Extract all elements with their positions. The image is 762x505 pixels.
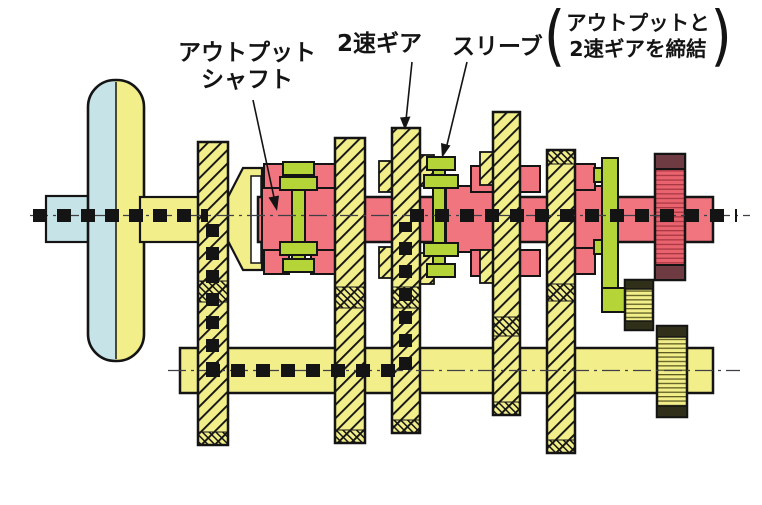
shift-sleeve-3: [593, 157, 629, 313]
output-shaft-arrowhead: [268, 195, 279, 211]
sleeve2-flange: [426, 263, 456, 278]
note-line2: 2速ギアを締結: [569, 37, 707, 61]
sleeve-arrowhead: [441, 143, 451, 158]
gear-mesh-zone: [546, 283, 576, 302]
sleeve1-flange: [282, 161, 315, 176]
gear-end-cap: [546, 439, 576, 454]
note-paren-open: (: [544, 0, 566, 74]
gear-end-cap: [197, 431, 229, 446]
gear-end-cap: [391, 419, 421, 434]
shift-sleeve-1: [279, 161, 318, 273]
sleeve1-tabs: [279, 241, 318, 256]
reverse-idler-gear: [623, 278, 655, 332]
sleeve2-tabs: [423, 242, 459, 257]
gear-mesh-zone: [334, 286, 366, 309]
input-shaft: [138, 195, 204, 244]
reverse-gear-cap: [654, 153, 686, 170]
second-gear-arrowhead: [400, 116, 411, 130]
reverse-counter-gear: [655, 324, 689, 419]
note-line1: アウトプットと: [566, 11, 710, 35]
dog-tab: [479, 151, 494, 186]
reverse-counter-cap: [656, 325, 688, 338]
flange-tooth: [519, 165, 541, 193]
sleeve1-flange: [282, 258, 315, 273]
output-shaft-leader: [252, 99, 276, 203]
reverse-gear-cap: [654, 264, 686, 281]
label-output-shaft-line1: アウトプット: [178, 40, 316, 66]
label-leaders: [252, 61, 468, 211]
first-gear-pair: [491, 110, 522, 417]
hub3-tooth: [574, 163, 596, 191]
label-second-gear: 2速ギア: [337, 31, 423, 57]
hub3-tooth: [574, 247, 596, 275]
sleeve1-tabs: [279, 176, 318, 191]
sleeve2-flange: [426, 156, 456, 171]
dog-tab: [378, 160, 393, 193]
gear-column-3rd: [333, 136, 367, 445]
gear-end-cap: [492, 401, 521, 416]
label-sleeve: スリーブ: [452, 34, 543, 60]
sleeve3-foot: [601, 287, 629, 313]
gear-end-cap: [546, 149, 576, 165]
power-flow-path: [33, 209, 737, 377]
reverse-counter-cap: [656, 405, 688, 418]
gear-mesh-zone: [492, 316, 521, 337]
sleeve2-tabs: [423, 174, 459, 189]
sleeve-leader: [445, 61, 468, 150]
label-output-shaft-line2: シャフト: [201, 67, 293, 93]
gear-column-low: [545, 148, 577, 455]
idler-cap: [624, 279, 654, 290]
note-paren-close: ): [710, 0, 732, 74]
second-gear-pair: [390, 126, 422, 435]
sleeve3-stem: [601, 157, 619, 301]
dog-tab: [378, 246, 393, 279]
reverse-counter-body: [655, 324, 689, 419]
dog-tab: [479, 249, 494, 284]
second-gear-leader: [405, 61, 413, 121]
flange-tooth: [519, 249, 541, 277]
gear-end-cap: [334, 429, 366, 444]
gear1-side-flange: [519, 165, 541, 277]
label-sleeve-note: ( アウトプットと 2速ギアを締結 ): [543, 2, 733, 68]
gear-column-2nd: [390, 126, 422, 435]
label-output-shaft: アウトプット シャフト: [168, 40, 326, 94]
idler-cap: [624, 320, 654, 331]
note-lines: アウトプットと 2速ギアを締結: [566, 10, 710, 62]
gear-column-1st: [491, 110, 522, 417]
